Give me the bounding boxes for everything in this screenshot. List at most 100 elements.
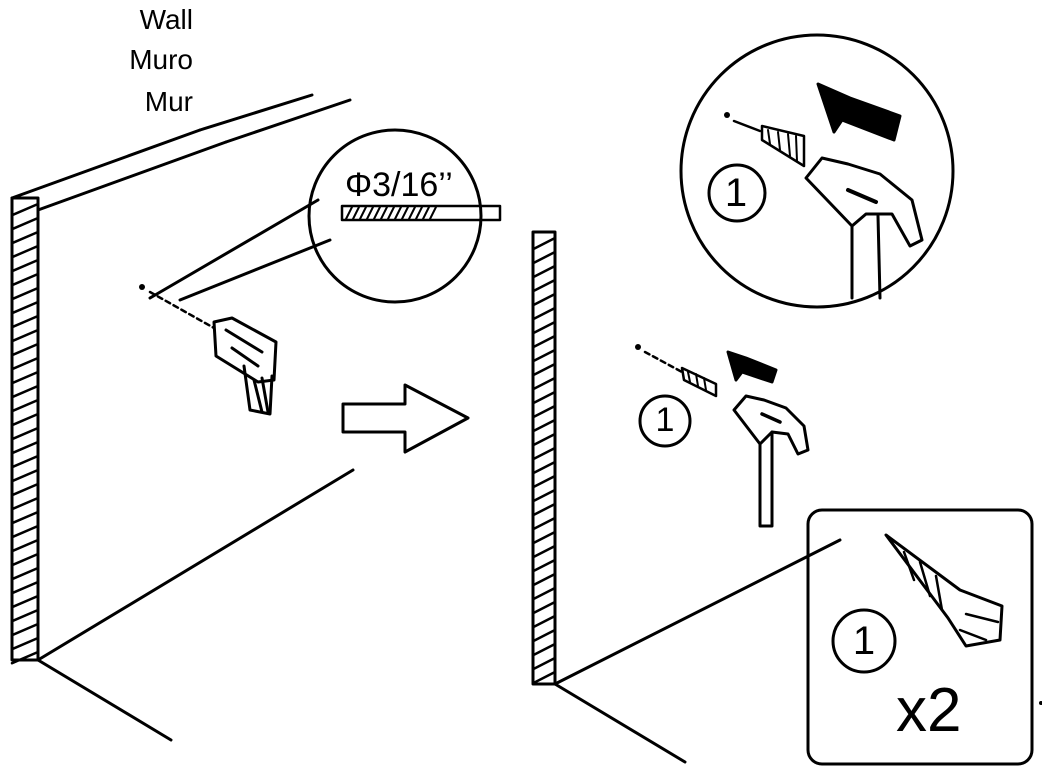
wall-hatch-line bbox=[10, 440, 40, 455]
drill-icon bbox=[139, 284, 278, 416]
wall-hatch-line bbox=[10, 314, 40, 329]
wall-hatch-line bbox=[10, 580, 40, 595]
wall-hatch-line bbox=[531, 418, 557, 433]
wall-hatch-line bbox=[531, 306, 557, 321]
wall-hatch-line bbox=[10, 328, 40, 343]
wall-hatch-line bbox=[10, 566, 40, 581]
wall-hatch-line bbox=[10, 384, 40, 399]
wall-hatch-line bbox=[10, 300, 40, 315]
quantity-label: x2 bbox=[896, 676, 962, 745]
drill-bit-flute bbox=[359, 206, 367, 220]
wall-hatch-line bbox=[531, 320, 557, 335]
wall-hatch-line bbox=[531, 530, 557, 545]
wall-hatch-line bbox=[531, 460, 557, 475]
wall-hatch-line bbox=[531, 250, 557, 265]
wall-hatch-line bbox=[531, 348, 557, 363]
wall-hatch-line bbox=[531, 264, 557, 279]
hammer-scene bbox=[635, 344, 810, 528]
wall-hatch-line bbox=[10, 426, 40, 441]
wall-hatch-line bbox=[531, 600, 557, 615]
wall-hatch-line bbox=[531, 544, 557, 559]
wall-hatch-line bbox=[10, 216, 40, 231]
wall-hatch-line bbox=[531, 670, 557, 685]
drill-bit-flute bbox=[401, 206, 409, 220]
part-box bbox=[806, 508, 1034, 766]
wall-hatch-line bbox=[10, 538, 40, 553]
wall-hatch-line bbox=[531, 502, 557, 517]
wall-label-es: Muro bbox=[129, 44, 193, 75]
drill-bit-flute bbox=[394, 206, 402, 220]
part-number: 1 bbox=[852, 619, 876, 663]
wall-hatch-line bbox=[10, 608, 40, 623]
wall-label-en: Wall bbox=[139, 4, 193, 35]
wall-hatch-line bbox=[531, 516, 557, 531]
drill-bit-icon bbox=[340, 204, 502, 222]
wall-hatch-line bbox=[10, 398, 40, 413]
wall-hatch-line bbox=[10, 594, 40, 609]
wall-hatch-line bbox=[10, 412, 40, 427]
wall-hatch-line bbox=[531, 656, 557, 671]
arrow-right-icon bbox=[341, 383, 470, 454]
drill-bit-flute bbox=[345, 206, 353, 220]
wall-hatch-line bbox=[10, 244, 40, 259]
drill-bit-detail bbox=[148, 128, 502, 304]
drill-bit-flute bbox=[387, 206, 395, 220]
wall-hatch-line bbox=[531, 390, 557, 405]
wall-hatch-line bbox=[10, 286, 40, 301]
wall-hatch-line bbox=[531, 572, 557, 587]
drill-bit-flute bbox=[415, 206, 423, 220]
wall-hatch-line bbox=[531, 376, 557, 391]
wall-hatch-line bbox=[531, 558, 557, 573]
wall-hatch-line bbox=[531, 292, 557, 307]
wall-hatch-line bbox=[531, 474, 557, 489]
wall-hatch-line bbox=[10, 272, 40, 287]
wall-hatch-line bbox=[10, 342, 40, 357]
wall-hatch-line bbox=[10, 650, 40, 665]
wall-hatch-line bbox=[531, 334, 557, 349]
wall-hatch-line bbox=[10, 454, 40, 469]
drill-bit-flute bbox=[429, 206, 437, 220]
wall-hatch-line bbox=[10, 230, 40, 245]
drill-bit-flute bbox=[380, 206, 388, 220]
drill-bit-size-label: Φ3/16’’ bbox=[345, 166, 453, 204]
wall-hatch-line bbox=[531, 488, 557, 503]
wall-hatch-line bbox=[531, 586, 557, 601]
wall-hatch-line bbox=[10, 258, 40, 273]
wall-hatch-line bbox=[10, 370, 40, 385]
left-wall-icon bbox=[10, 93, 355, 742]
push-arrow-icon bbox=[726, 350, 778, 384]
wall-hatch-line bbox=[531, 446, 557, 461]
drill-bit-flute bbox=[373, 206, 381, 220]
wall-hatch-line bbox=[10, 622, 40, 637]
drill-bit-flute bbox=[366, 206, 374, 220]
wall-anchor-icon bbox=[884, 533, 1004, 648]
wall-hatch-line bbox=[10, 468, 40, 483]
detail-step-number: 1 bbox=[724, 171, 748, 215]
wall-hatch-line bbox=[10, 524, 40, 539]
wall-hatch-line bbox=[531, 404, 557, 419]
wall-hatch-line bbox=[10, 496, 40, 511]
hammer-icon bbox=[732, 394, 810, 528]
hammer-detail bbox=[679, 33, 955, 309]
wall-hatch-line bbox=[10, 482, 40, 497]
drill-bit-flute bbox=[408, 206, 416, 220]
wall-label-fr: Mur bbox=[144, 86, 193, 117]
wall-hatch-line bbox=[531, 432, 557, 447]
push-arrow-icon bbox=[816, 82, 902, 142]
wall-hatch-line bbox=[10, 636, 40, 651]
main-step-number: 1 bbox=[655, 401, 675, 439]
wall-hatch-line bbox=[531, 278, 557, 293]
wall-hatch-line bbox=[531, 642, 557, 657]
drill-bit-flute bbox=[422, 206, 430, 220]
wall-hatch-line bbox=[10, 510, 40, 525]
wall-hatch-line bbox=[10, 356, 40, 371]
wall-hatch-line bbox=[531, 614, 557, 629]
wall-hatch-line bbox=[10, 202, 40, 217]
hammer-icon bbox=[804, 156, 924, 300]
right-wall-icon bbox=[531, 230, 842, 764]
wall-hatch-line bbox=[531, 236, 557, 251]
wall-hatch-line bbox=[531, 362, 557, 377]
drill-bit-flute bbox=[352, 206, 360, 220]
